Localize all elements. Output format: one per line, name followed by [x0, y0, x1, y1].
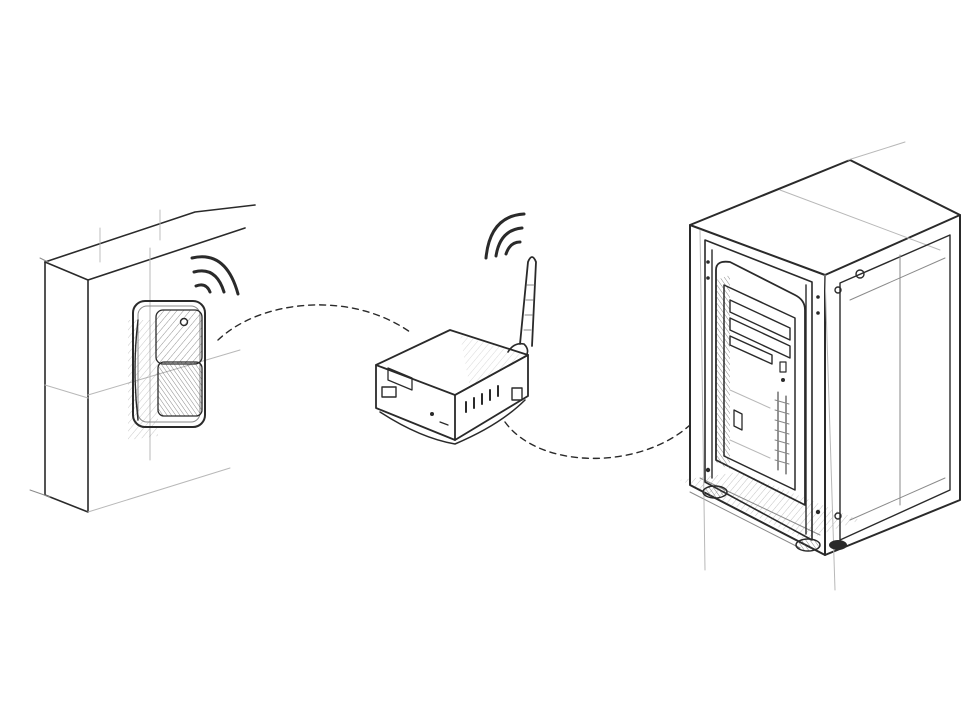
rack-feet [702, 485, 847, 552]
wireless-sensor-icon [128, 300, 206, 440]
router-wifi-signal-icon [484, 212, 526, 260]
tower-computer-icon [715, 260, 806, 506]
router-vents [465, 385, 499, 413]
tower-vents [774, 391, 790, 475]
sensor-wifi-signal-icon [190, 255, 240, 296]
link-sensor-router [217, 304, 411, 341]
wireless-router-icon [375, 256, 537, 445]
rack-rail-holes [705, 260, 821, 515]
server-rack-icon [680, 141, 961, 591]
link-router-rack [504, 421, 691, 460]
